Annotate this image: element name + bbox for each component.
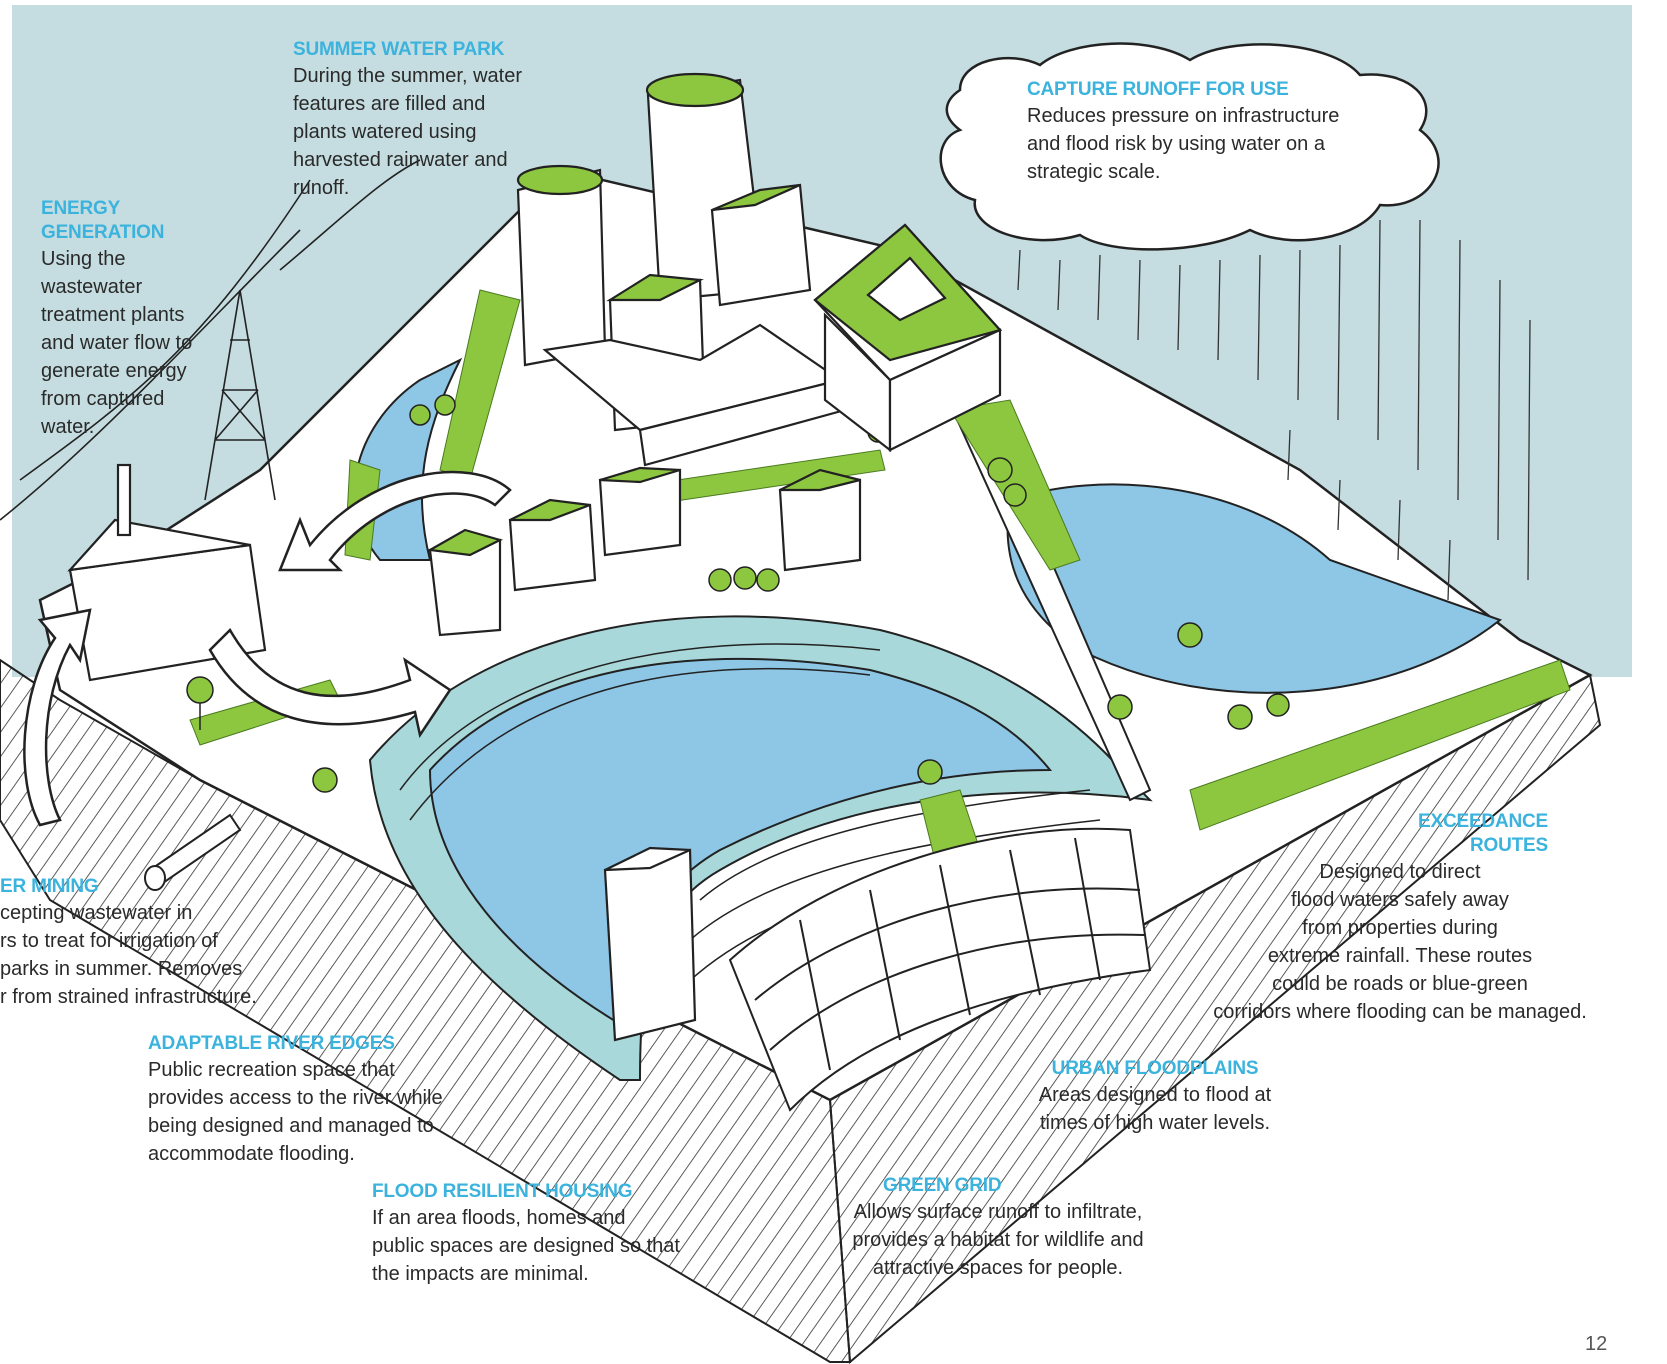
annotation-body: Reduces pressure on infrastructure and f… xyxy=(1027,105,1340,183)
river xyxy=(428,657,1053,1032)
annotation-body: During the summer, water features are fi… xyxy=(293,65,522,199)
wastewater-pipe xyxy=(144,813,242,891)
page-number: 12 xyxy=(1585,1333,1608,1355)
annotation-heading: ENERGY GENERATION xyxy=(41,198,165,243)
annotation-flood-resilient-housing: FLOOD RESILIENT HOUSING If an area flood… xyxy=(372,1180,742,1288)
annotation-heading: ER MINING xyxy=(0,876,99,897)
annotation-heading: CAPTURE RUNOFF FOR USE xyxy=(1027,79,1289,100)
rain-cloud xyxy=(939,42,1440,251)
annotation-body: Designed to direct flood waters safely a… xyxy=(1213,861,1587,1023)
annotation-body: Allows surface runoff to infiltrate, pro… xyxy=(852,1201,1144,1279)
flow-arrows xyxy=(23,470,512,827)
annotation-energy-generation: ENERGY GENERATION Using the wastewater t… xyxy=(41,197,241,441)
annotation-capture-runoff: CAPTURE RUNOFF FOR USE Reduces pressure … xyxy=(1027,78,1427,186)
electricity-pylon xyxy=(0,159,421,521)
stream-right xyxy=(1006,483,1503,694)
annotation-summer-water-park: SUMMER WATER PARK During the summer, wat… xyxy=(293,38,593,202)
annotation-body: If an area floods, homes and public spac… xyxy=(372,1207,680,1285)
annotation-heading: ADAPTABLE RIVER EDGES xyxy=(148,1033,395,1054)
rain xyxy=(1017,219,1531,601)
annotation-heading: URBAN FLOODPLAINS xyxy=(1051,1058,1259,1079)
annotation-exceedance-routes: EXCEEDANCE ROUTES Designed to direct flo… xyxy=(1140,810,1660,1026)
annotation-heading: GREEN GRID xyxy=(883,1175,1002,1196)
urban-floodplain-grid xyxy=(728,827,1152,1112)
annotation-heading: SUMMER WATER PARK xyxy=(293,39,505,60)
annotation-adaptable-river-edges: ADAPTABLE RIVER EDGES Public recreation … xyxy=(148,1032,508,1168)
annotation-heading: FLOOD RESILIENT HOUSING xyxy=(372,1181,633,1202)
annotation-body: Using the wastewater treatment plants an… xyxy=(41,248,193,438)
annotation-heading: EXCEEDANCE ROUTES xyxy=(1418,811,1548,856)
annotation-urban-floodplains: URBAN FLOODPLAINS Areas designed to floo… xyxy=(995,1057,1315,1137)
annotation-sewer-mining: ER MINING cepting wastewater in rs to tr… xyxy=(0,875,320,1011)
annotation-body: cepting wastewater in rs to treat for ir… xyxy=(0,902,257,1008)
annotation-green-grid: GREEN GRID Allows surface runoff to infi… xyxy=(788,1174,1208,1282)
annotation-body: Public recreation space that provides ac… xyxy=(148,1059,443,1165)
trees xyxy=(186,379,1290,793)
annotation-body: Areas designed to flood at times of high… xyxy=(1038,1084,1272,1134)
buildings xyxy=(67,72,1003,1042)
